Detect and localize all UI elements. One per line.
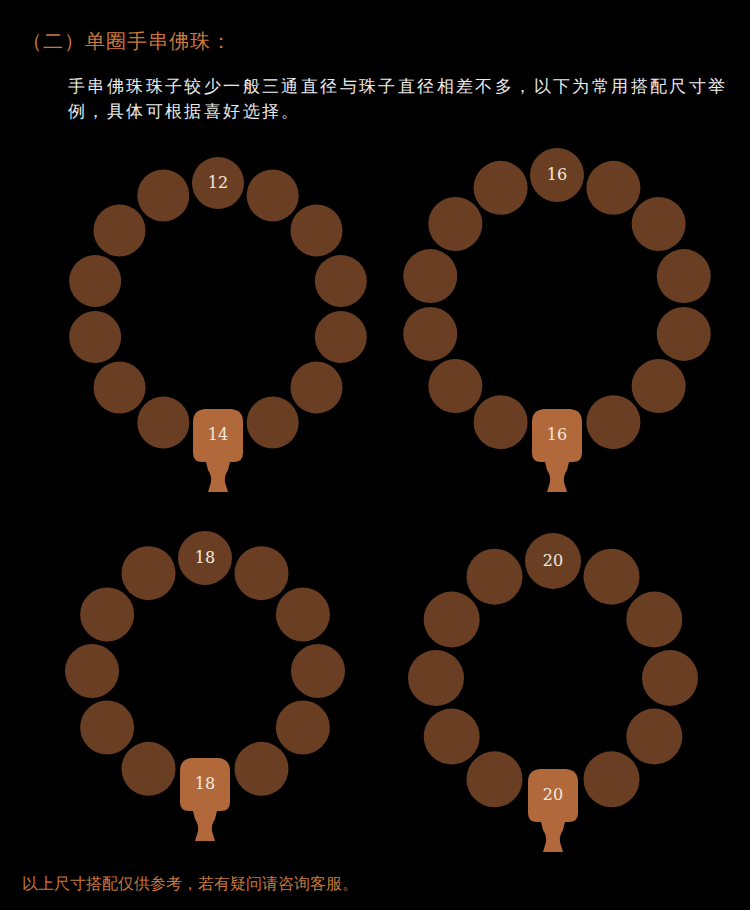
caption-note: 以上尺寸搭配仅供参考，若有疑问请咨询客服。 (22, 874, 358, 895)
guru-stem (541, 822, 565, 852)
section-title: （二）单圈手串佛珠： (22, 28, 232, 55)
bead (247, 169, 299, 221)
bead (428, 197, 482, 251)
bead (474, 395, 528, 449)
bead-circle (178, 531, 232, 585)
top-bead: 16 (530, 148, 584, 202)
size-number: 14 (208, 427, 228, 443)
size-number: 20 (543, 553, 563, 569)
bead (235, 742, 289, 796)
bead (626, 592, 682, 648)
bead (467, 751, 523, 807)
bead (632, 197, 686, 251)
bead (424, 709, 480, 765)
bead (291, 644, 345, 698)
guru-head (180, 758, 230, 811)
size-number: 18 (195, 550, 215, 566)
bead (642, 650, 698, 706)
size-number: 16 (547, 427, 567, 443)
guru-head (532, 409, 582, 462)
bead (69, 255, 121, 307)
bead (315, 311, 367, 363)
guru-bead: 20 (528, 768, 578, 822)
bead (80, 701, 134, 755)
intro-note: 手串佛珠珠子较少一般三通直径与珠子直径相差不多，以下为常用搭配尺寸举例，具体可根… (68, 74, 728, 124)
bead (586, 395, 640, 449)
top-bead: 18 (178, 531, 232, 585)
guru-bead: 18 (180, 757, 230, 811)
guru-bead: 14 (193, 408, 243, 462)
top-bead: 12 (192, 157, 244, 209)
guru-stem (206, 462, 230, 492)
bead (584, 549, 640, 605)
bead (657, 249, 711, 303)
guru-head (193, 409, 243, 462)
bead-circle (530, 148, 584, 202)
size-number: 16 (547, 167, 567, 183)
bead (137, 169, 189, 221)
bead (122, 742, 176, 796)
bead (467, 549, 523, 605)
bead (65, 644, 119, 698)
bead-circle (192, 157, 244, 209)
bead (235, 546, 289, 600)
bead (428, 359, 482, 413)
bead (93, 204, 145, 256)
guru-stem (193, 811, 217, 841)
bead (122, 546, 176, 600)
bead (247, 397, 299, 449)
bead (632, 359, 686, 413)
bead (403, 249, 457, 303)
bead (474, 161, 528, 215)
bead (93, 362, 145, 414)
bead (137, 397, 189, 449)
guru-head (528, 769, 578, 822)
size-number: 20 (543, 787, 563, 803)
top-bead: 20 (525, 533, 581, 589)
bead (403, 307, 457, 361)
bead (408, 650, 464, 706)
bead (626, 709, 682, 765)
bead (80, 588, 134, 642)
bead (424, 592, 480, 648)
bead (315, 255, 367, 307)
guru-stem (545, 462, 569, 492)
bead-circle (525, 533, 581, 589)
bead (69, 311, 121, 363)
guru-bead: 16 (532, 408, 582, 462)
bead (276, 588, 330, 642)
bead (657, 307, 711, 361)
bead (586, 161, 640, 215)
size-number: 18 (195, 776, 215, 792)
bead (291, 204, 343, 256)
size-number: 12 (208, 175, 228, 191)
bead (291, 362, 343, 414)
bead (276, 701, 330, 755)
bead (584, 751, 640, 807)
